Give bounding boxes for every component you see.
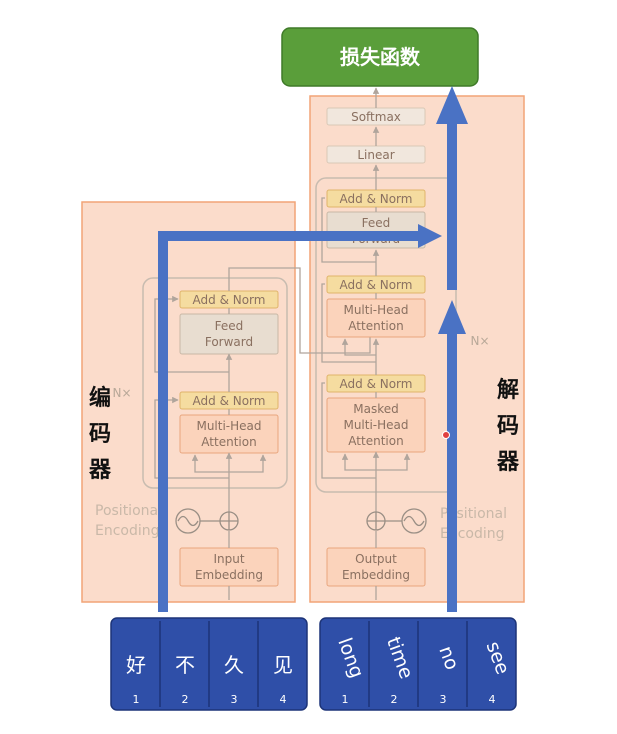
- decoder-feed-forward: Feed Forward: [326, 211, 426, 249]
- diagram-label: Add & Norm: [193, 293, 266, 307]
- encoder-token-index: 4: [280, 693, 287, 706]
- diagram-label: Attention: [348, 319, 403, 333]
- diagram-label: 码: [497, 414, 519, 439]
- diagram-label: Linear: [357, 148, 394, 162]
- cursor-dot: [442, 431, 450, 439]
- loss-function-label: 损失函数: [340, 45, 421, 69]
- encoder-input-embedding: Input Embedding: [179, 547, 279, 587]
- diagram-label: Multi-Head: [343, 418, 408, 432]
- encoder-token-index: 1: [133, 693, 140, 706]
- encoder-flow-arrow: [158, 224, 442, 612]
- encoder-feed-forward: Feed Forward: [179, 313, 279, 355]
- encoder-multi-head-attention: Multi-Head Attention: [179, 414, 279, 454]
- diagram-label: 器: [88, 458, 112, 483]
- encoder-token: 好: [126, 653, 146, 677]
- encoder-token-index: 3: [231, 693, 238, 706]
- diagram-label: Input: [213, 552, 244, 566]
- decoder-add-norm-2: Add & Norm: [326, 275, 426, 294]
- encoder-layer-frame: [142, 277, 288, 489]
- decoder-token-index: 1: [342, 693, 349, 706]
- encoder-positional-label-1: Positional: [95, 503, 162, 519]
- decoder-token-index: 3: [440, 693, 447, 706]
- decoder-connections: [321, 87, 411, 600]
- encoder-positional-label-2: Encoding: [95, 523, 160, 539]
- decoder-linear: Linear: [326, 145, 426, 164]
- decoder-add-norm-3: Add & Norm: [326, 374, 426, 393]
- diagram-label: Softmax: [351, 110, 401, 124]
- encoder-add-norm-bottom: Add & Norm: [179, 391, 279, 410]
- diagram-label: Add & Norm: [193, 394, 266, 408]
- decoder-positional-encoding-icon: [366, 508, 427, 534]
- decoder-token-bar: long time no see 1 2 3 4: [319, 617, 517, 711]
- decoder-token-index: 4: [489, 693, 496, 706]
- decoder-masked-multi-head-attention: Masked Multi-Head Attention: [326, 397, 426, 453]
- diagram-label: Feed: [362, 216, 391, 230]
- decoder-nx-label: N×: [470, 334, 489, 348]
- diagram-label: Attention: [201, 435, 256, 449]
- diagram-label: Add & Norm: [340, 192, 413, 206]
- encoder-side-label: 编 码 器: [88, 385, 112, 483]
- decoder-flow-arrow-upper: [436, 86, 468, 290]
- decoder-output-embedding: Output Embedding: [326, 547, 426, 587]
- decoder-multi-head-attention: Multi-Head Attention: [326, 298, 426, 338]
- diagram-label: Add & Norm: [340, 377, 413, 391]
- encoder-token: 久: [224, 653, 244, 677]
- decoder-container: [309, 95, 525, 603]
- diagram-label: Forward: [205, 335, 253, 349]
- diagram-label: Embedding: [342, 568, 410, 582]
- diagram-label: Add & Norm: [340, 278, 413, 292]
- diagram-label: Masked: [353, 402, 398, 416]
- encoder-positional-encoding-icon: [175, 508, 239, 534]
- decoder-softmax: Softmax: [326, 107, 426, 126]
- diagram-label: Multi-Head: [343, 303, 408, 317]
- encoder-token: 不: [175, 653, 195, 677]
- diagram-label: Embedding: [195, 568, 263, 582]
- encoder-token-index: 2: [182, 693, 189, 706]
- encoder-add-norm-top: Add & Norm: [179, 290, 279, 309]
- encoder-nx-label: N×: [112, 386, 131, 400]
- decoder-flow-arrow-lower: [438, 300, 466, 612]
- diagram-label: Feed: [215, 319, 244, 333]
- diagram-label: 器: [496, 450, 520, 475]
- diagram-label: 编: [89, 385, 111, 411]
- diagram-label: 码: [89, 422, 111, 447]
- diagram-label: Attention: [348, 434, 403, 448]
- decoder-token-index: 2: [391, 693, 398, 706]
- decoder-side-label: 解 码 器: [496, 377, 520, 475]
- loss-function-box: 损失函数: [281, 27, 479, 87]
- diagram-label: Output: [355, 552, 397, 566]
- decoder-add-norm-1: Add & Norm: [326, 189, 426, 208]
- encoder-token: 见: [273, 653, 293, 677]
- diagram-label: Multi-Head: [196, 419, 261, 433]
- diagram-label: 解: [497, 377, 519, 403]
- encoder-token-bar: 好 不 久 见 1 2 3 4: [110, 617, 308, 711]
